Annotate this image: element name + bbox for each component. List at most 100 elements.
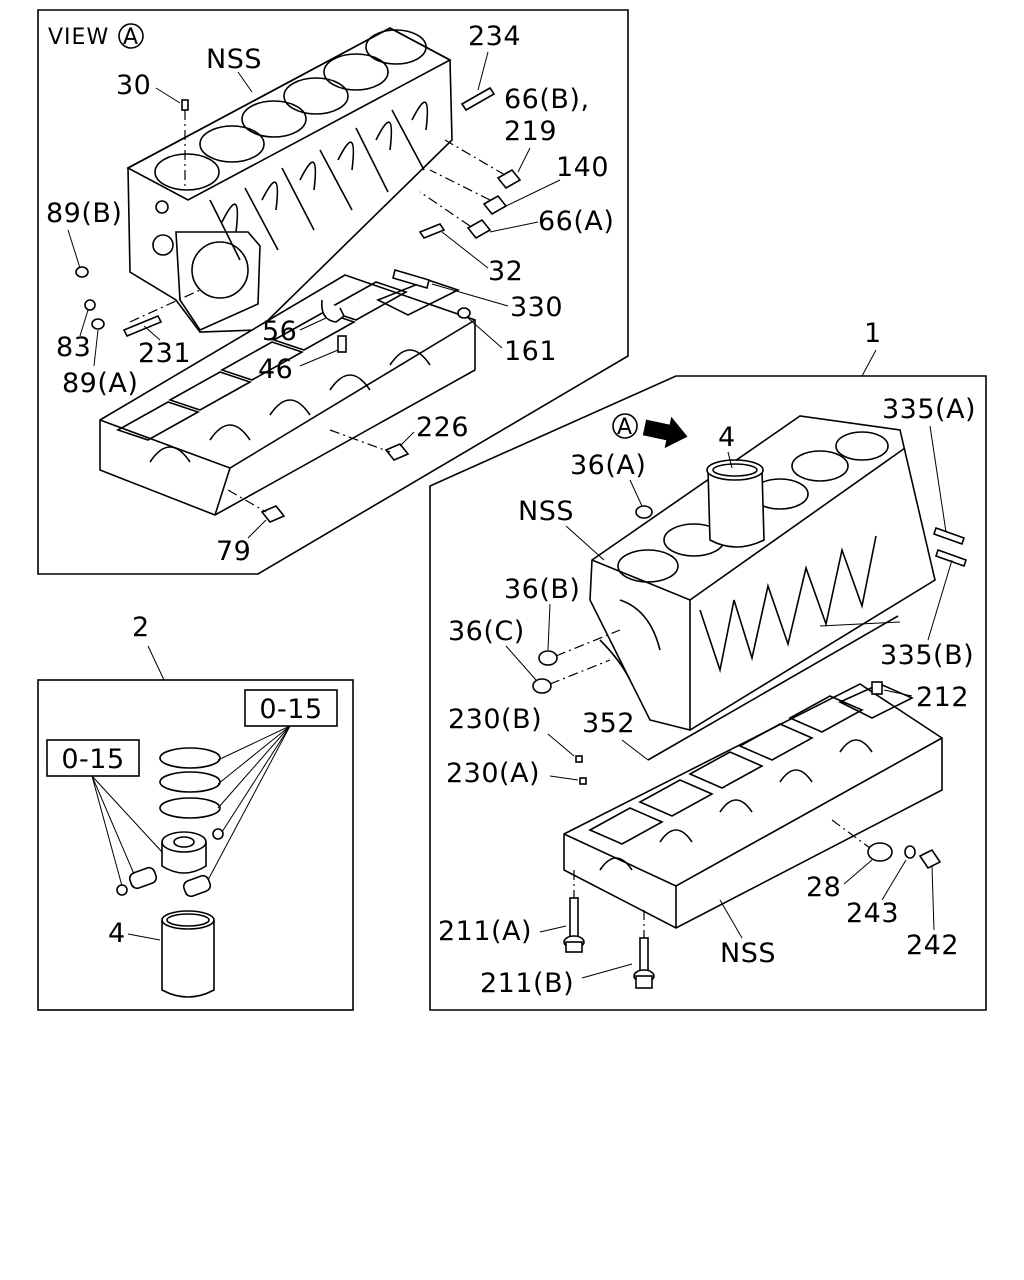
label-230b: 230(B) xyxy=(448,704,542,735)
cylinder-liner xyxy=(161,910,215,998)
view-a-frame xyxy=(37,9,629,575)
label-243: 243 xyxy=(846,898,899,929)
label-83: 83 xyxy=(56,332,91,363)
part-161-plug xyxy=(457,307,471,319)
label-140: 140 xyxy=(556,152,609,183)
label-30: 30 xyxy=(116,70,151,101)
part-36b-plug xyxy=(538,650,558,666)
part-234-stud xyxy=(460,86,496,112)
part-230b-plug xyxy=(575,755,583,763)
label-352: 352 xyxy=(582,708,635,739)
label-89a: 89(A) xyxy=(62,368,138,399)
label-kit-left: 0-15 xyxy=(61,744,124,775)
label-36a: 36(A) xyxy=(570,450,646,481)
label-nss-bedplate: NSS xyxy=(720,938,776,969)
label-nss-view-a: NSS xyxy=(206,44,262,75)
piston-pin-right xyxy=(182,874,212,898)
label-56: 56 xyxy=(262,316,297,347)
piston-pin-left xyxy=(128,866,158,890)
label-219: 219 xyxy=(504,116,557,147)
kit-box-left xyxy=(46,739,140,777)
view-a-panel: VIEW A xyxy=(37,9,629,575)
engine-block-upper xyxy=(126,27,453,333)
label-212: 212 xyxy=(916,682,969,713)
part-79-bolt xyxy=(260,505,286,523)
snap-ring-right xyxy=(212,828,224,840)
label-330: 330 xyxy=(510,292,563,323)
callout-1: 1 xyxy=(864,318,882,349)
label-79: 79 xyxy=(216,536,251,567)
part-335a-pin xyxy=(932,526,966,546)
label-231: 231 xyxy=(138,338,191,369)
part-83-plug xyxy=(84,299,96,311)
piston-frame xyxy=(37,679,354,1011)
crankcase-upper xyxy=(99,274,476,516)
label-36b: 36(B) xyxy=(504,574,580,605)
piston-panel: 2 0-15 0-15 4 xyxy=(37,612,354,1011)
label-kit-right: 0-15 xyxy=(259,694,322,725)
view-a-ref-marker: A xyxy=(617,415,633,440)
piston-ring-1 xyxy=(159,747,221,769)
part-30-plug xyxy=(181,99,189,111)
part-231-stud xyxy=(122,314,163,338)
block-frame xyxy=(429,375,987,1011)
part-242-plug xyxy=(918,848,942,870)
engine-block-main xyxy=(589,415,936,731)
view-a-marker: A xyxy=(123,25,139,50)
snap-ring-left xyxy=(116,884,128,896)
block-panel: 1 A xyxy=(429,318,987,1011)
label-32: 32 xyxy=(488,256,523,287)
view-a-title: VIEW xyxy=(48,25,109,50)
view-direction-arrow-icon xyxy=(642,416,688,449)
label-liner-4: 4 xyxy=(108,918,126,949)
part-212-plug xyxy=(871,681,883,695)
part-32-pin xyxy=(418,223,446,239)
part-46-bolt xyxy=(337,335,347,353)
label-335b: 335(B) xyxy=(880,640,974,671)
label-234: 234 xyxy=(468,21,521,52)
part-89a-plug xyxy=(91,318,105,330)
piston xyxy=(161,831,207,874)
label-335a: 335(A) xyxy=(882,394,976,425)
part-36a-plug xyxy=(635,505,653,519)
part-335b-pin xyxy=(934,548,968,568)
part-330-pipe xyxy=(392,268,430,290)
label-66a: 66(A) xyxy=(538,206,614,237)
label-211b: 211(B) xyxy=(480,968,574,999)
part-56-jet xyxy=(320,299,346,323)
label-28: 28 xyxy=(806,872,841,903)
part-36c-plug xyxy=(532,678,552,694)
view-a-small-parts xyxy=(75,86,522,523)
callout-2: 2 xyxy=(132,612,150,643)
label-46: 46 xyxy=(258,354,293,385)
piston-ring-2 xyxy=(159,771,221,793)
part-89b-plug xyxy=(75,266,89,278)
label-161: 161 xyxy=(504,336,557,367)
part-219-bolt xyxy=(496,168,522,190)
part-230a-plug xyxy=(579,777,587,785)
part-243-washer xyxy=(904,845,916,859)
label-242: 242 xyxy=(906,930,959,961)
label-36c: 36(C) xyxy=(448,616,525,647)
block-small-parts xyxy=(532,505,968,989)
bedplate xyxy=(563,683,943,929)
part-211a-bolt xyxy=(563,897,585,953)
label-230a: 230(A) xyxy=(446,758,540,789)
liner-installed xyxy=(706,459,765,548)
kit-box-right xyxy=(244,689,338,727)
label-89b: 89(B) xyxy=(46,198,122,229)
view-a-ref-circle xyxy=(612,413,638,439)
view-a-marker-circle xyxy=(118,23,144,49)
label-nss-block: NSS xyxy=(518,496,574,527)
part-28-cover xyxy=(867,842,893,862)
piston-ring-3 xyxy=(159,797,221,819)
label-66b: 66(B), xyxy=(504,84,590,115)
part-66a-bolt xyxy=(466,218,492,240)
label-liner-4-block: 4 xyxy=(718,422,736,453)
label-226: 226 xyxy=(416,412,469,443)
part-352-rod xyxy=(647,615,899,761)
label-211a: 211(A) xyxy=(438,916,532,947)
part-211b-bolt xyxy=(633,937,655,989)
